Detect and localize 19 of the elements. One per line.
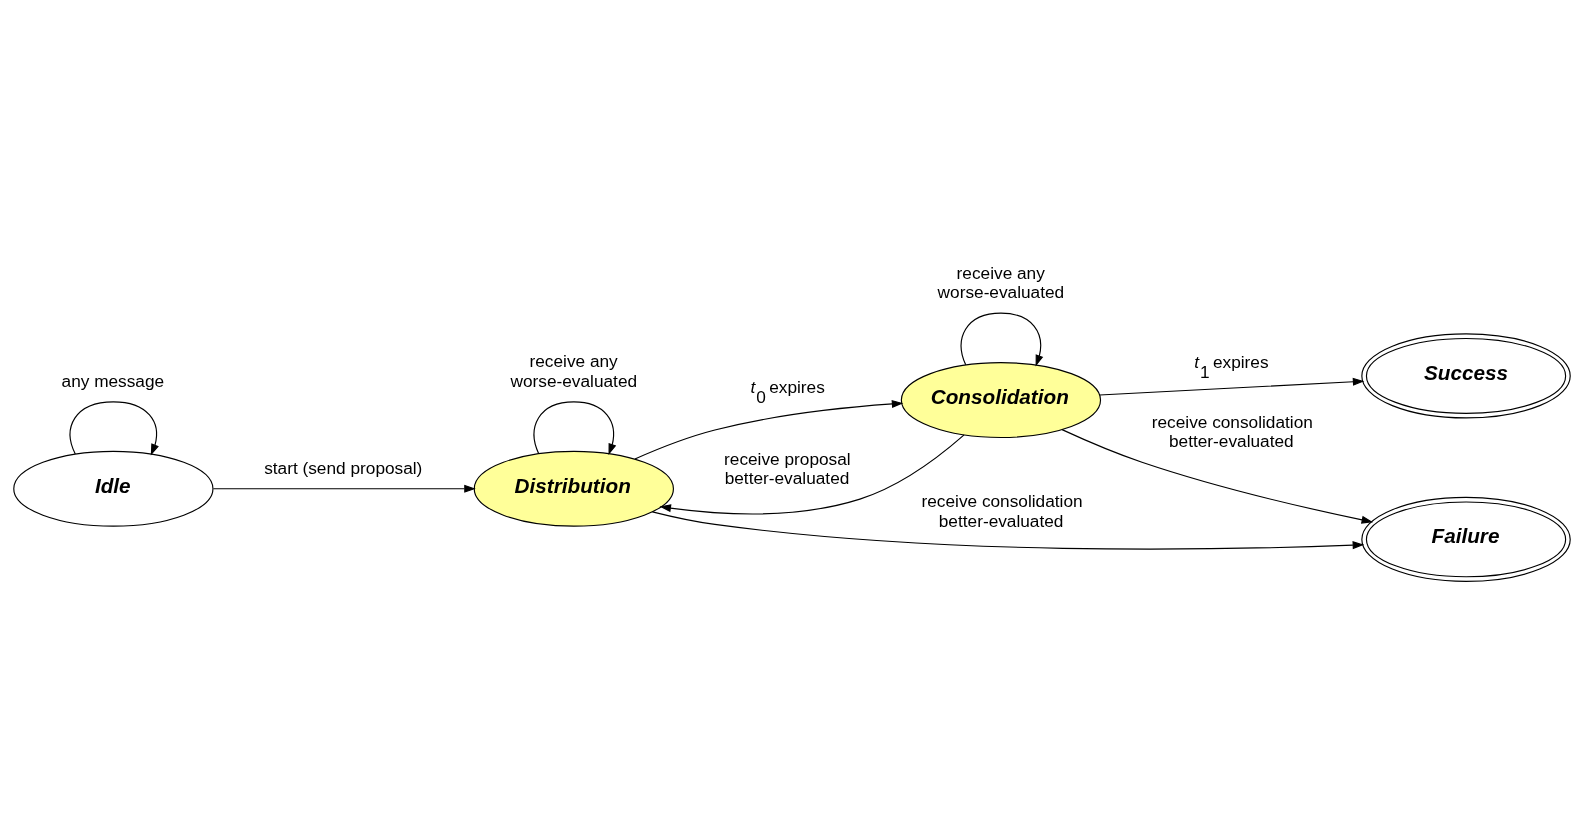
node-ellipse: Consolidation	[900, 362, 1101, 439]
arrow	[633, 399, 903, 460]
edge-label: start (send proposal)	[263, 458, 422, 479]
edge-label: receive consolidation better-evaluated	[921, 491, 1083, 531]
arrow	[212, 484, 476, 493]
arrow	[960, 312, 1043, 367]
node-ellipse: Idle	[12, 450, 214, 527]
edge-label: receive proposal better-evaluated	[723, 448, 851, 489]
arrow	[651, 511, 1364, 550]
arrow	[1098, 377, 1364, 396]
arrow	[1061, 429, 1373, 524]
edge-label: receive any worse-evaluated	[937, 262, 1064, 303]
node-ellipse: Success	[1360, 333, 1571, 419]
edge-label: receive any worse-evaluated	[510, 351, 637, 391]
arrow	[69, 401, 159, 456]
edge-label: receive consolidation better-evaluated	[1151, 411, 1313, 452]
arrow	[658, 434, 965, 515]
arrow	[533, 401, 616, 456]
edge-label: any message	[61, 371, 164, 392]
